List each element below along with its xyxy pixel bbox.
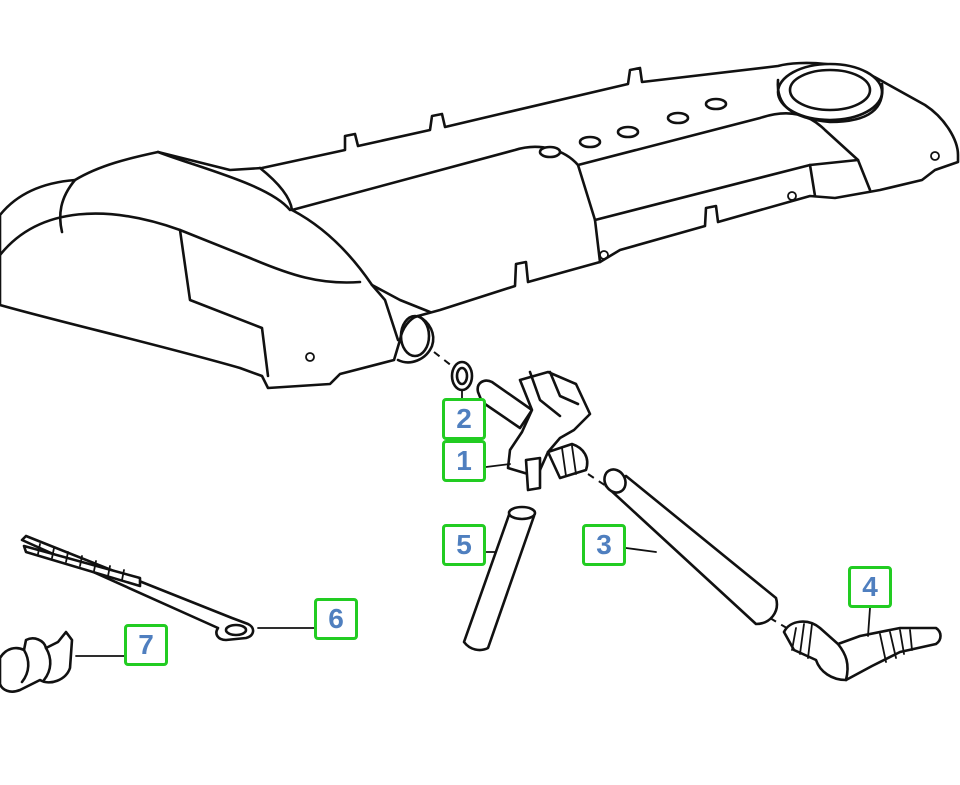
short-hose [462,505,537,652]
callout-6[interactable]: 6 [314,598,358,640]
leader-line-4 [867,607,871,637]
valve-cover [0,61,960,390]
callout-5[interactable]: 5 [442,524,486,566]
callout-3[interactable]: 3 [582,524,626,566]
elbow-hose [782,620,942,682]
leader-lines [75,389,871,657]
leader-line-3 [625,547,657,553]
bolt-boss-row [538,97,728,159]
callout-7[interactable]: 7 [124,624,168,666]
hose-clip [0,630,74,693]
callout-4[interactable]: 4 [848,566,892,608]
leader-line-1 [485,463,511,468]
cable-tie-teeth [37,543,125,581]
callout-2[interactable]: 2 [442,398,486,440]
o-ring [450,360,474,392]
assembly-line-hose [587,473,613,491]
callout-1[interactable]: 1 [442,440,486,482]
breather-valve [476,370,592,492]
long-hose [603,468,779,626]
cable-tie [20,534,255,642]
